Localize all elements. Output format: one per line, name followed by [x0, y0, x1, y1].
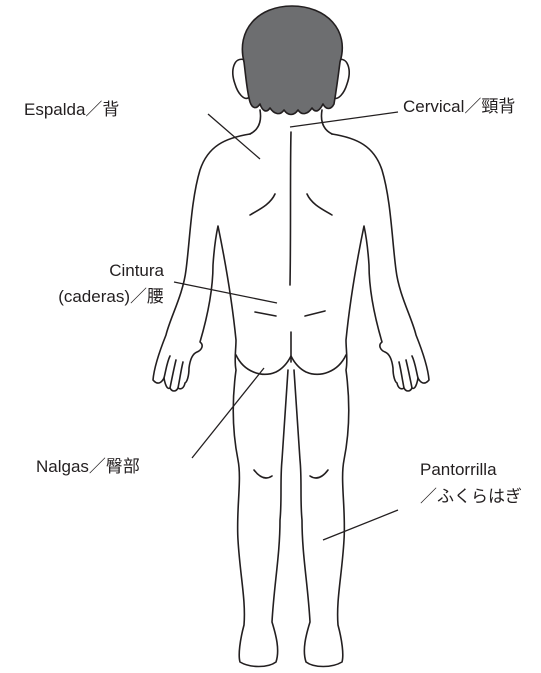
label-cintura-line2: (caderas)／腰 — [58, 287, 164, 306]
hair — [242, 6, 342, 115]
lower-back-left — [255, 312, 276, 316]
right-hand-fingers — [399, 356, 418, 388]
left-knee-line — [254, 470, 272, 478]
left-scapula — [250, 194, 275, 215]
left-hand-fingers — [164, 356, 183, 388]
right-scapula — [307, 194, 332, 215]
label-espalda: Espalda／背 — [24, 100, 119, 119]
espalda-leader — [208, 114, 260, 159]
cintura-leader — [174, 282, 277, 303]
human-figure-back — [153, 6, 429, 667]
left-body-outline — [153, 134, 288, 667]
label-cintura-line1: Cintura — [109, 261, 164, 280]
right-knee-line — [310, 470, 328, 478]
leader-lines — [174, 112, 398, 540]
label-pantorrilla-line1: Pantorrilla — [420, 460, 497, 479]
label-cervical: Cervical／頸背 — [403, 97, 515, 116]
labels: Espalda／背 Cervical／頸背 Cintura (caderas)／… — [24, 97, 522, 506]
label-nalgas: Nalgas／臀部 — [36, 457, 140, 476]
pantorrilla-leader — [323, 510, 398, 540]
right-body-outline — [294, 134, 429, 667]
spine-line — [290, 132, 291, 285]
cervical-leader — [290, 112, 398, 127]
lower-back-right — [305, 311, 325, 316]
nalgas-leader — [192, 368, 264, 458]
label-pantorrilla-line2: ／ふくらはぎ — [420, 487, 522, 506]
